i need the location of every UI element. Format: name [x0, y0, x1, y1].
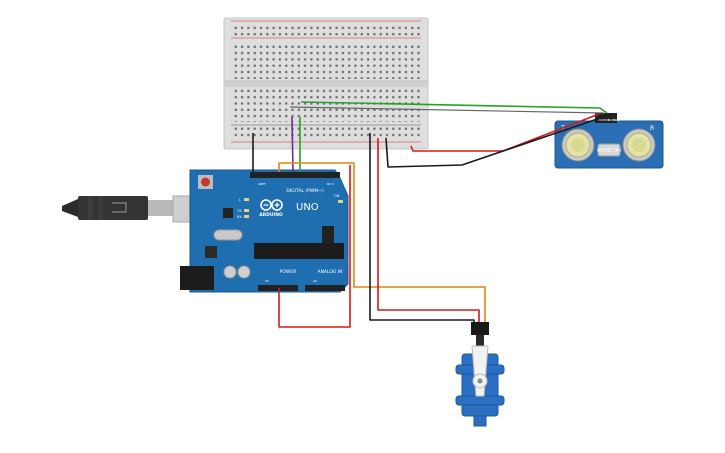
wire-red-5v[interactable]: [278, 165, 351, 328]
on-led: [338, 200, 343, 203]
chip-pins: [254, 256, 344, 259]
power-header-holes: [259, 286, 297, 290]
center-channel: [224, 80, 428, 87]
power-pin-label: 5V: [265, 279, 270, 283]
crystal: [597, 143, 621, 157]
top-power-rail[interactable]: [232, 23, 420, 36]
crystal-oscillator: [213, 229, 243, 241]
arduino-logo-icon: [260, 199, 283, 211]
servo-connector[interactable]: [471, 322, 489, 335]
wire-red-vcc[interactable]: [410, 113, 600, 152]
sensor-r-mark: R: [650, 125, 654, 132]
sensor-pin-echo: ECHO: [608, 118, 617, 122]
uno-brand: UNO: [296, 202, 319, 213]
power-jack[interactable]: [180, 266, 214, 290]
wire-gray-echo[interactable]: [289, 106, 605, 114]
arduino-uno[interactable]: DIGITAL (PWM~) AREF RX 0 L TX RX ON ARDU…: [180, 169, 349, 293]
icsp-header: [322, 226, 334, 244]
wires: [252, 101, 613, 328]
icsp-header: [223, 208, 233, 218]
servo-mounting-tab: [455, 395, 505, 406]
l-led: [244, 198, 249, 201]
wire-green-trig[interactable]: [300, 101, 608, 114]
receiver-transducer: [622, 128, 656, 162]
wire-red-servo[interactable]: [377, 138, 480, 322]
sensor-pin-gnd: GND: [613, 118, 621, 122]
capacitor: [223, 265, 237, 279]
rx-label: RX: [237, 215, 242, 219]
arduino-logo-text: ARDUINO: [259, 212, 283, 218]
breadboard[interactable]: [223, 17, 429, 150]
wire-black-gnd[interactable]: [385, 113, 613, 168]
rx-led: [244, 215, 249, 218]
l-led-label: L: [239, 198, 241, 202]
upper-terminal-strip[interactable]: [232, 44, 420, 79]
transmitter-transducer: [561, 128, 595, 162]
servo-motor[interactable]: [455, 322, 505, 427]
analog-header-holes: [306, 286, 344, 290]
atmega-chip: [254, 243, 344, 259]
sensor-model-label: HC-SR04: [596, 146, 621, 152]
wire-black-servo[interactable]: [369, 133, 475, 322]
voltage-regulator: [205, 246, 217, 258]
usb-cable[interactable]: [62, 195, 210, 223]
sensor-header: [595, 113, 617, 123]
sensor-pin-trig: TRIG: [602, 118, 611, 122]
servo-screw-icon: [477, 378, 483, 384]
ultrasonic-sensor[interactable]: VCC TRIG ECHO GND T R HC-SR04: [554, 113, 664, 169]
power-label: POWER: [280, 269, 297, 275]
analog-pin-label: A0: [313, 279, 317, 283]
lower-terminal-strip[interactable]: [232, 88, 420, 122]
digital-header-holes: [251, 173, 339, 177]
digital-label: DIGITAL (PWM~): [286, 188, 324, 194]
capacitor: [237, 265, 251, 279]
reset-button-cap[interactable]: [201, 177, 210, 187]
tx-label: TX: [236, 209, 242, 213]
bottom-power-rail[interactable]: [232, 127, 420, 139]
sensor-pin-vcc: VCC: [598, 118, 604, 122]
on-label: ON: [334, 194, 340, 198]
tx-led: [244, 209, 249, 212]
wire-orange-signal[interactable]: [278, 162, 486, 322]
digital-pin-label: RX 0: [327, 182, 334, 186]
analog-label: ANALOG IN: [317, 269, 342, 275]
digital-pin-label: AREF: [258, 182, 266, 186]
servo-cable: [476, 335, 484, 347]
servo-base: [473, 415, 487, 427]
chip-pins: [254, 243, 344, 246]
